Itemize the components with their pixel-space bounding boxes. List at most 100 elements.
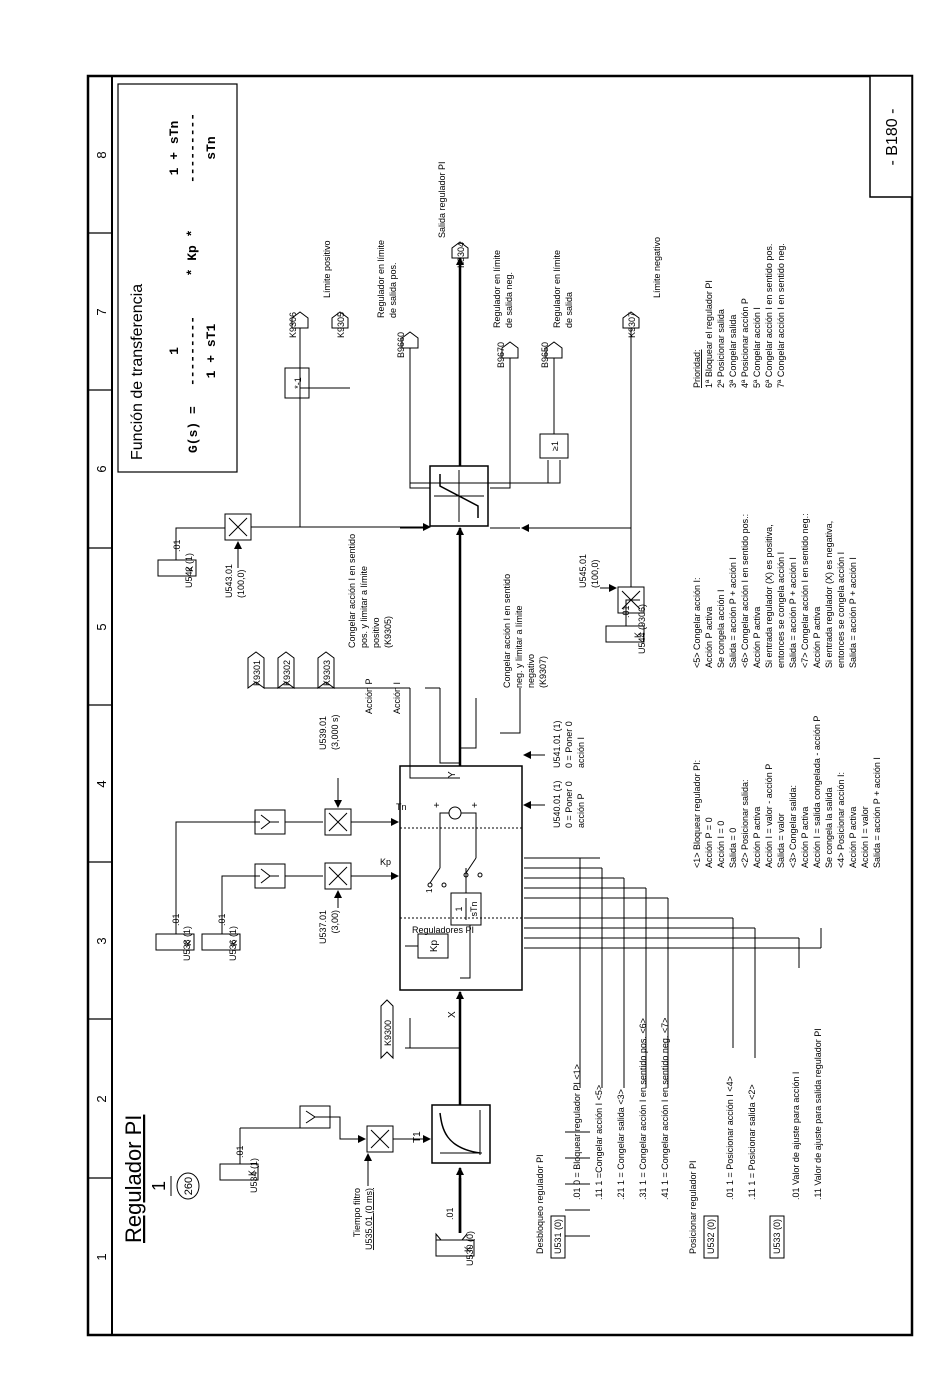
- u531-item-5: .41 1 = Congelar acción I en sentido neg…: [660, 1018, 670, 1200]
- u540-desc-2: acción P: [576, 793, 586, 828]
- input-u538: K U538 (1) .01: [155, 821, 260, 961]
- b9650-label: B9650: [540, 342, 550, 368]
- u535-label: U535.01 (0 ms): [364, 1188, 374, 1250]
- x-label: X: [447, 1011, 458, 1018]
- u533-item-2: .11 Valor de ajuste para salida regulado…: [813, 1028, 823, 1200]
- transfer-heading: Función de transferencia: [129, 284, 146, 460]
- u537-value: (3,00): [330, 910, 340, 934]
- b9670-label: B9670: [496, 342, 506, 368]
- note-1-0: <1> Bloquear regulador PI:: [692, 760, 702, 868]
- column-number-2: 2: [94, 1095, 109, 1102]
- u543-label: U543.01: [224, 564, 234, 598]
- reg-pos-2: de salida pos.: [388, 262, 398, 318]
- note-2-8: Salida = acción P + acción I: [788, 557, 798, 668]
- page-code: - B180 -: [884, 109, 901, 166]
- reguladores-label: Reguladores PI: [412, 925, 474, 935]
- u530-index: .01: [445, 1207, 455, 1220]
- tiempo-filtro-label: Tiempo filtro: [352, 1188, 362, 1237]
- u538-label: U538 (1): [182, 926, 192, 961]
- u541-desc-2: acción I: [576, 737, 586, 768]
- notes-column-2: <5> Congelar acción I: Acción P activa S…: [692, 513, 858, 668]
- sheet-frame: 1 2 3 4 5 6 7 8 - B180 -: [86, 74, 914, 1337]
- note-2-1: Acción P activa: [704, 607, 714, 668]
- column-number-1: 1: [94, 1253, 109, 1260]
- tn-input-label: Tn: [396, 802, 407, 812]
- note-1-3: Salida = 0: [728, 828, 738, 868]
- u536-label: U536 (1): [228, 926, 238, 961]
- note-2-10: Acción P activa: [812, 607, 822, 668]
- or-gate-label: ≥1: [550, 441, 560, 451]
- desbloqueo-label: Desbloqueo regulador PI: [535, 1154, 545, 1254]
- integrator-den: sTn: [469, 901, 479, 916]
- input-u530: K U530 (0) .01: [435, 1167, 475, 1266]
- column-number-8: 8: [94, 151, 109, 158]
- transfer-num2: 1 + sTn: [167, 120, 182, 175]
- priority-3: 3ª Congelar salida: [728, 315, 738, 388]
- limite-neg-label: Límite negativo: [652, 237, 662, 298]
- output-connectors: K9306 K9305 K9307 K9304 Límite positivo …: [288, 161, 662, 489]
- note-1-12: <4> Posicionar acción I:: [836, 772, 846, 868]
- priority-1: 1ª Bloquear el regulador PI: [704, 280, 714, 388]
- reg-lim-2: de salida: [564, 292, 574, 328]
- note-1-2: Acción I = 0: [716, 821, 726, 868]
- connector-k9300: K9300: [380, 999, 410, 1060]
- b9660-label: B9660: [396, 332, 406, 358]
- note-2-12: entonces se congela acción I: [836, 552, 846, 668]
- note-1-9: Acción P activa: [800, 807, 810, 868]
- note-1-1: Acción P = 0: [704, 817, 714, 868]
- congelar-neg-1: Congelar acción I en sentido: [502, 574, 512, 688]
- u533-item-1: .01 Valor de ajuste para acción I: [791, 1072, 801, 1200]
- reg-lim-1: Regulador en límite: [552, 250, 562, 328]
- input-u534: K U534 (1) .01: [219, 1127, 310, 1193]
- congelar-pos-3: positivo: [371, 617, 381, 648]
- congelar-neg-3: negativo: [526, 654, 536, 688]
- u531-label: U531 (0): [553, 1219, 563, 1254]
- mult-neg-label: *-1: [293, 377, 303, 389]
- k9306-label: K9306: [288, 312, 298, 338]
- priority-5: 5ª Congelar acción I: [752, 307, 762, 388]
- congelar-neg-4: (K9307): [538, 656, 548, 688]
- priority-2: 2ª Posicionar salida: [716, 309, 726, 388]
- column-number-7: 7: [94, 308, 109, 315]
- note-1-6: Acción I = valor - acción P: [764, 764, 774, 868]
- priority-7: 7ª Congelar acción I en sentido neg.: [776, 243, 786, 388]
- sum-plus-2: +: [470, 802, 481, 808]
- transfer-line2: ---------: [185, 113, 200, 183]
- notes-priority: Prioridad: 1ª Bloquear el regulador PI 2…: [692, 243, 786, 388]
- sheet-ref-number: 1: [149, 1181, 169, 1191]
- u541-label: U541.01 (1): [552, 720, 562, 768]
- transfer-den2: sTn: [204, 136, 219, 160]
- priority-6: 6ª Congelar acción I en sentido pos.: [764, 244, 774, 388]
- u539-label: U539.01: [318, 716, 328, 750]
- u543-value: (100,0): [236, 569, 246, 598]
- note-1-15: Salida = acción P + acción I: [872, 757, 882, 868]
- congelar-pos-2: pos. y limitar a límite: [359, 566, 369, 648]
- bottom-inputs: Desbloqueo regulador PI U531 (0) .01 0 =…: [524, 857, 823, 1259]
- priority-4: 4ª Posicionar acción P: [740, 298, 750, 388]
- transfer-lhs: G(s) =: [186, 406, 201, 453]
- u542-label: U542 (1): [184, 553, 194, 588]
- u545-label: U545.01: [578, 554, 588, 588]
- u530-label: U530 (0): [465, 1231, 475, 1266]
- switch-1-pos: 1: [425, 888, 434, 893]
- salida-pi-label: Salida regulador PI: [437, 161, 447, 238]
- limite-pos-label: Límite positivo: [322, 240, 332, 298]
- reg-neg-2: de salida neg.: [504, 272, 514, 328]
- transfer-num1: 1: [167, 347, 182, 355]
- page-code-box: [869, 75, 913, 198]
- multiply-kp-tn: U537.01 (3,00) U539.01 (3,000 s): [285, 714, 399, 944]
- note-1-8: <3> Congelar salida:: [788, 785, 798, 868]
- u545-value: (100,0): [590, 559, 600, 588]
- note-1-10: Acción I = salida congelada - acción P: [812, 716, 822, 868]
- u537-label: U537.01: [318, 910, 328, 944]
- congelar-pos-1: Congelar acción I en sentido: [347, 534, 357, 648]
- k9303-label: K9303: [322, 660, 332, 686]
- k9301-label: K9301: [252, 660, 262, 686]
- k9302-label: K9302: [282, 660, 292, 686]
- transfer-function-box: Función de transferencia G(s) = 1 ------…: [117, 83, 238, 473]
- page-title: Regulador PI: [121, 1115, 146, 1243]
- accion-i-label: Acción I: [392, 682, 402, 714]
- note-1-13: Acción P activa: [848, 807, 858, 868]
- u540-label: U540.01 (1): [552, 780, 562, 828]
